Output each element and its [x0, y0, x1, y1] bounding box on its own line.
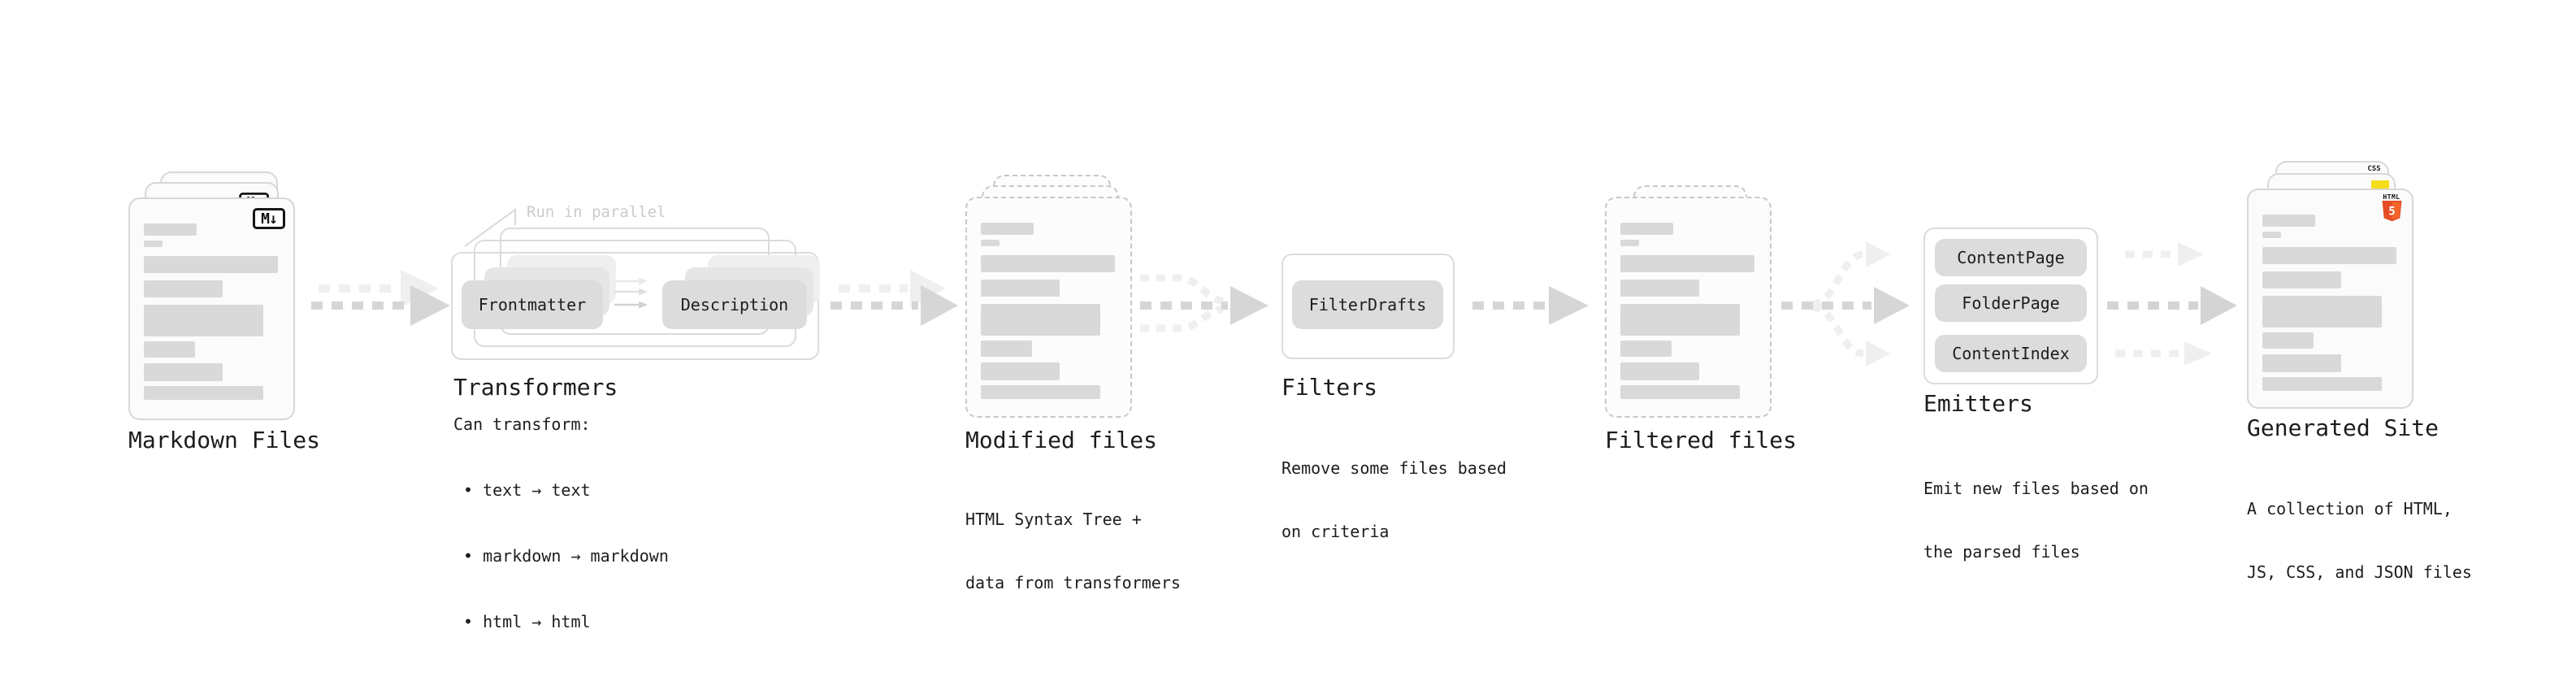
- modified-files-caption: HTML Syntax Tree + data from transformer…: [965, 510, 1181, 592]
- emitter-contentpage-chip: ContentPage: [1935, 239, 2087, 276]
- file-content-skeleton: [981, 223, 1115, 399]
- flow-arrow-merge: [1140, 274, 1268, 332]
- emitters-caption: Emit new files based on the parsed files: [1923, 479, 2149, 562]
- bullet-item: • markdown → markdown: [463, 546, 669, 566]
- generated-html-file-card: HTML 5: [2247, 189, 2413, 409]
- filtered-files-title: Filtered files: [1605, 427, 1798, 453]
- markdown-files-title: Markdown Files: [128, 427, 321, 453]
- modified-files-title: Modified files: [965, 427, 1158, 453]
- transformers-bullet-list: • text → text • markdown → markdown • ht…: [463, 436, 669, 677]
- emitter-folderpage-chip: FolderPage: [1935, 284, 2087, 322]
- bullet-item: • text → text: [463, 480, 591, 500]
- generated-site-caption: A collection of HTML, JS, CSS, and JSON …: [2247, 499, 2472, 582]
- transformer-description-chip: Description: [662, 280, 807, 329]
- svg-text:5: 5: [2388, 206, 2395, 219]
- flow-arrow-stacked-1: [311, 270, 450, 326]
- generated-site-title: Generated Site: [2247, 414, 2439, 441]
- filters-caption: Remove some files based on criteria: [1281, 458, 1507, 541]
- markdown-file-card-front: M↓: [128, 197, 295, 420]
- annotation-leader-line: [464, 208, 516, 247]
- transformers-box-front: [451, 252, 819, 360]
- bullet-item: • html → html: [463, 612, 591, 631]
- flow-arrow-split: [1781, 241, 1910, 367]
- parallel-mini-arrows: [614, 277, 648, 309]
- file-content-skeleton: [2262, 215, 2396, 391]
- transformers-title: Transformers: [453, 374, 618, 401]
- js-icon: [2371, 180, 2389, 189]
- filter-drafts-chip: FilterDrafts: [1292, 280, 1443, 329]
- flow-arrow-triple: [2107, 242, 2237, 366]
- file-content-skeleton: [144, 223, 278, 400]
- emitter-contentindex-chip: ContentIndex: [1935, 335, 2087, 372]
- file-content-skeleton: [1620, 223, 1754, 399]
- emitters-title: Emitters: [1923, 390, 2033, 417]
- flow-arrow-single: [1472, 286, 1589, 325]
- run-in-parallel-annotation: Run in parallel: [527, 203, 666, 221]
- markdown-icon: M↓: [253, 208, 285, 229]
- transformers-caption: Can transform:: [453, 414, 591, 434]
- modified-file-card-front: [965, 197, 1132, 418]
- transformer-frontmatter-chip: Frontmatter: [462, 280, 603, 329]
- html5-icon: HTML 5: [2381, 193, 2402, 226]
- filtered-file-card-front: [1605, 197, 1772, 418]
- filters-title: Filters: [1281, 374, 1378, 401]
- flow-arrow-stacked-2: [830, 270, 958, 326]
